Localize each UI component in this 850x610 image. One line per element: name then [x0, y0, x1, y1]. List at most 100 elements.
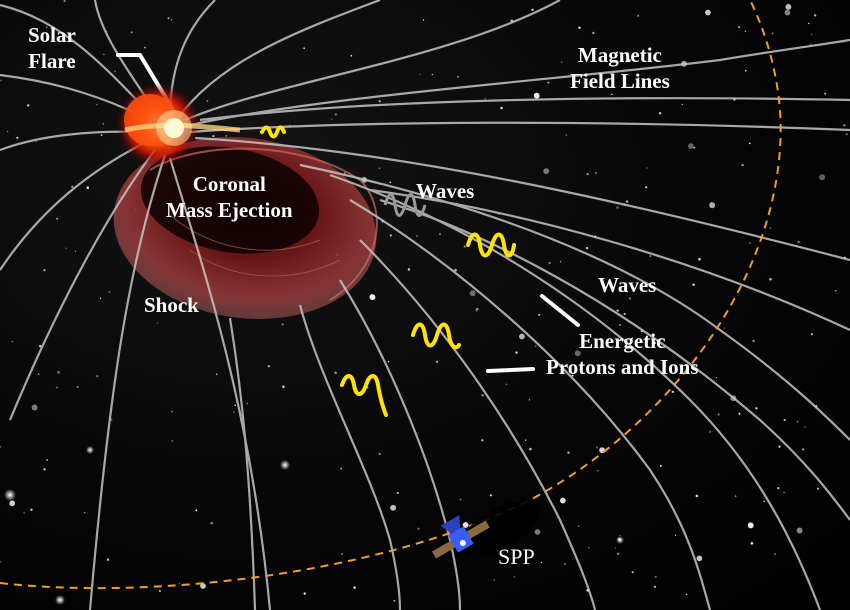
star — [778, 445, 781, 448]
star — [513, 576, 516, 578]
star — [378, 167, 381, 169]
star — [723, 327, 726, 329]
star — [407, 268, 411, 271]
label-line: Protons and Ions — [546, 355, 699, 379]
star — [340, 552, 344, 556]
star — [63, 0, 66, 3]
star — [206, 100, 209, 102]
star — [734, 495, 737, 497]
star — [417, 527, 420, 530]
star — [623, 312, 626, 316]
star — [560, 497, 566, 504]
star — [484, 97, 487, 100]
star — [83, 511, 86, 514]
star — [212, 135, 215, 138]
star — [533, 92, 540, 99]
star — [71, 185, 74, 188]
star — [628, 59, 631, 62]
star — [439, 233, 441, 236]
star — [810, 33, 813, 36]
star — [783, 418, 786, 422]
star — [334, 371, 337, 375]
star — [37, 373, 40, 375]
star — [797, 240, 800, 244]
star — [681, 103, 683, 106]
star — [592, 31, 595, 35]
star — [481, 393, 484, 397]
coronal-mass-ejection — [113, 137, 378, 319]
star — [422, 19, 425, 21]
star — [808, 22, 810, 25]
star — [68, 60, 71, 62]
star — [476, 307, 479, 311]
star — [103, 53, 105, 56]
star — [631, 571, 634, 574]
star — [715, 377, 718, 379]
star — [378, 100, 381, 103]
star — [0, 445, 2, 448]
star — [708, 430, 712, 434]
star — [6, 130, 9, 133]
star — [481, 439, 484, 442]
star — [435, 360, 439, 364]
star — [645, 341, 647, 343]
label-line: Coronal — [192, 172, 266, 196]
star — [547, 81, 550, 84]
star — [698, 257, 701, 261]
label-line: Mass Ejection — [166, 198, 293, 222]
star — [611, 93, 613, 96]
star — [709, 202, 716, 209]
star — [74, 250, 77, 252]
star — [813, 14, 817, 17]
star — [738, 412, 741, 415]
star — [31, 404, 38, 411]
star — [824, 92, 827, 95]
star — [646, 167, 648, 169]
star — [431, 73, 434, 76]
label-shock: Shock — [144, 293, 199, 317]
star — [571, 374, 574, 377]
label-magnetic-field-lines: Magnetic Field Lines — [570, 42, 670, 94]
star — [43, 468, 46, 471]
label-line: Field Lines — [570, 69, 670, 93]
star — [845, 133, 848, 136]
star — [658, 111, 662, 115]
star — [653, 341, 656, 345]
star — [816, 487, 820, 490]
star — [717, 413, 720, 416]
star — [396, 491, 399, 495]
star — [353, 586, 356, 589]
star — [171, 410, 173, 413]
star — [688, 143, 694, 149]
label-energetic-particles: Energetic Protons and Ions — [546, 328, 699, 380]
star — [637, 15, 640, 17]
star — [378, 452, 381, 456]
star — [654, 575, 657, 578]
star — [493, 579, 496, 581]
star — [389, 181, 392, 184]
star — [586, 172, 589, 176]
star — [528, 399, 531, 401]
star — [543, 168, 550, 175]
star — [419, 73, 421, 76]
label-solar-flare: Solar Flare — [28, 22, 76, 74]
star — [596, 446, 599, 449]
star — [804, 426, 806, 428]
star — [529, 447, 532, 451]
star — [749, 242, 751, 244]
star — [614, 547, 617, 549]
star — [393, 599, 396, 602]
label-coronal-mass-ejection: Coronal Mass Ejection — [166, 171, 293, 223]
star — [340, 467, 343, 470]
label-line: Solar — [28, 23, 76, 47]
label-line: Magnetic — [577, 43, 662, 67]
star — [225, 135, 228, 137]
star — [106, 558, 110, 561]
star — [588, 546, 590, 549]
star — [563, 562, 566, 565]
star — [65, 247, 67, 249]
star — [637, 77, 640, 79]
star — [67, 65, 69, 67]
star — [43, 269, 46, 272]
